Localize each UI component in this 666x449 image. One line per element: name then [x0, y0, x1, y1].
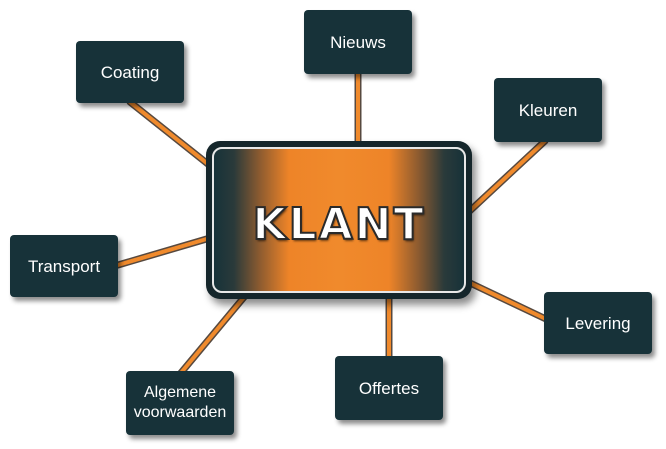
node-nieuws-label: Nieuws [330, 32, 386, 52]
node-transport: Transport [10, 235, 118, 297]
node-transport-label: Transport [27, 256, 101, 276]
center-node-panel: KLANT [212, 147, 466, 293]
node-nieuws: Nieuws [304, 10, 412, 74]
node-algemene-label-line2: voorwaarden [133, 404, 227, 421]
center-node-klant: KLANT [206, 141, 472, 299]
node-coating: Coating [76, 41, 184, 103]
node-levering-label: Levering [565, 313, 631, 333]
node-coating-label: Coating [100, 62, 160, 82]
node-kleuren-label: Kleuren [518, 100, 578, 120]
node-offertes: Offertes [335, 356, 443, 420]
node-algemene-label-line1: Algemene [143, 384, 217, 401]
node-kleuren: Kleuren [494, 78, 602, 142]
node-levering: Levering [544, 292, 652, 354]
center-node-label: KLANT [251, 198, 426, 251]
node-offertes-label: Offertes [358, 378, 420, 398]
node-algemene-voorwaarden: Algemene voorwaarden [126, 371, 234, 435]
